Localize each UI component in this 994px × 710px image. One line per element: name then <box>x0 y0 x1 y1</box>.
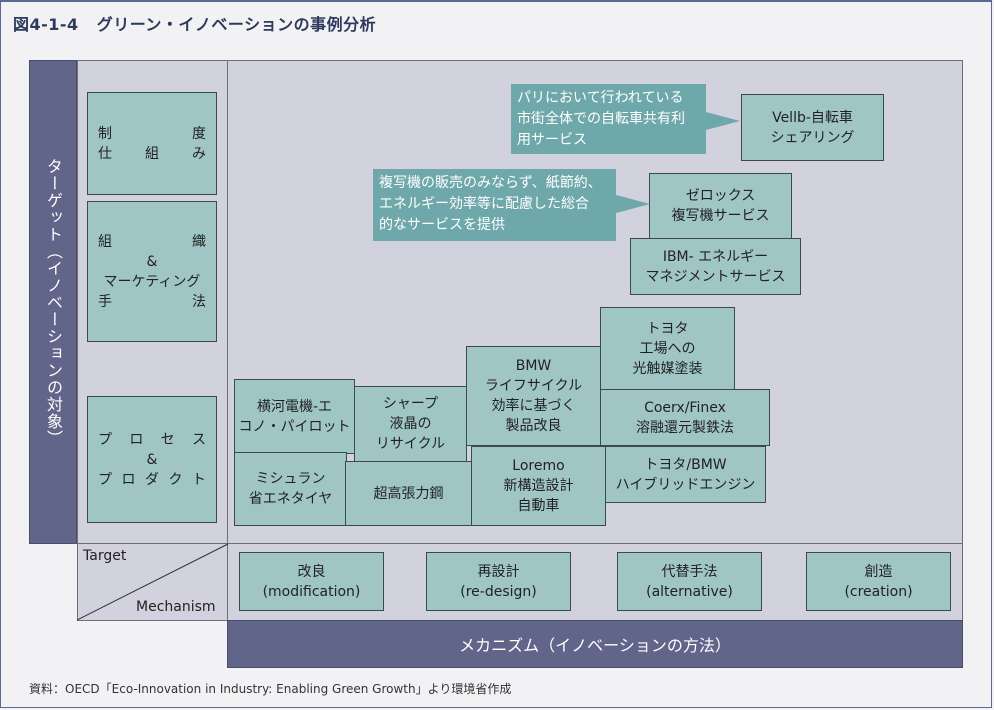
case-line: 超高張力鋼 <box>373 485 444 502</box>
corner-target-label: Target <box>83 548 127 564</box>
target-axis-label: ターゲット（イノベーションの対象） <box>44 157 63 447</box>
case-line: Loremo <box>512 458 565 474</box>
case-ibm: IBM- エネルギー マネジメントサービス <box>630 238 801 295</box>
case-line: ハイブリッドエンジン <box>615 476 756 493</box>
target-text: セ <box>160 431 175 448</box>
case-line: BMW <box>515 358 552 374</box>
case-michelin: ミシュラン 省エネタイヤ <box>234 452 347 526</box>
source-note: 資料：OECD「Eco-Innovation in Industry: Enab… <box>29 682 512 696</box>
mechanism-modification: 改良 (modification) <box>239 552 384 611</box>
target-text: 手 <box>98 293 112 310</box>
mechanism-en: (creation) <box>844 583 913 600</box>
corner-mechanism-label: Mechanism <box>136 599 216 615</box>
case-line: 液晶の <box>389 416 432 432</box>
callout-line: パリにおいて行われている <box>517 90 684 106</box>
callout-line: 市街全体での自転車共有利 <box>517 111 685 127</box>
case-line: 工場への <box>639 340 696 357</box>
target-text: 組 <box>145 145 159 162</box>
target-institutional: 制 度 仕 組 み <box>87 92 217 195</box>
case-line: 横河電機-エ <box>256 398 333 415</box>
case-line: 省エネタイヤ <box>248 491 333 507</box>
case-line: ゼロックス <box>685 188 756 204</box>
case-corex-finex: Coerx/Finex 溶融還元製鉄法 <box>600 389 770 446</box>
target-text: 織 <box>192 233 206 250</box>
target-text: & <box>146 451 158 468</box>
case-line: シェアリング <box>770 129 855 146</box>
case-bmw: BMW ライフサイクル 効率に基づく 製品改良 <box>466 346 601 446</box>
case-line: トヨタ/BMW <box>644 456 727 473</box>
case-line: ライフサイクル <box>484 378 583 394</box>
case-line: 溶融還元製鉄法 <box>636 419 734 436</box>
target-text: ス <box>191 431 206 448</box>
figure-title: 図4-1-4 グリーン・イノベーションの事例分析 <box>13 11 376 35</box>
callout-pointer <box>616 195 650 213</box>
target-text: マーケティング <box>103 273 201 290</box>
figure-number: 図4-1-4 <box>13 15 79 34</box>
target-text: み <box>192 145 206 162</box>
case-line: 自動車 <box>517 498 560 514</box>
case-line: マネジメントサービス <box>645 268 786 285</box>
case-line: シャープ <box>382 396 439 412</box>
callout-line: 複写機の販売のみならず、紙節約、 <box>379 175 602 191</box>
target-organization-marketing: 組 織 & マーケティング 手 法 <box>87 201 217 342</box>
case-line: 光触媒塗装 <box>632 360 703 377</box>
callout-pointer <box>706 112 740 130</box>
mechanism-ja: 創造 <box>864 563 893 580</box>
figure-title-text: グリーン・イノベーションの事例分析 <box>96 15 377 34</box>
case-yokogawa: 横河電機-エ コノ・パイロット <box>234 379 355 454</box>
target-text: プ <box>98 431 112 448</box>
case-line: リサイクル <box>375 436 446 452</box>
callout-line: 的なサービスを提供 <box>379 217 505 233</box>
case-toyota-paint: トヨタ 工場への 光触媒塗装 <box>600 307 735 390</box>
target-process-product: プロセス & プロダクト <box>87 396 217 523</box>
case-sharp: シャープ 液晶の リサイクル <box>354 386 467 462</box>
mechanism-ja: 代替手法 <box>661 563 718 580</box>
case-line: Coerx/Finex <box>644 399 726 416</box>
callout-velib: パリにおいて行われている 市街全体での自転車共有利 用サービス <box>511 84 740 154</box>
target-text: 度 <box>192 125 206 142</box>
case-high-tensile-steel: 超高張力鋼 <box>345 461 472 526</box>
mechanism-en: (re-design) <box>460 583 537 600</box>
target-text: ト <box>192 471 206 488</box>
mechanism-ja: 再設計 <box>477 563 520 580</box>
target-text: ク <box>168 471 183 488</box>
callout-line: エネルギー効率等に配慮した総合 <box>379 196 589 212</box>
case-line: 新構造設計 <box>503 478 574 494</box>
case-line: Vellb-自転車 <box>772 109 853 126</box>
mechanism-en: (modification) <box>262 583 361 600</box>
case-line: 製品改良 <box>505 418 562 434</box>
callout-xerox: 複写機の販売のみならず、紙節約、 エネルギー効率等に配慮した総合 的なサービスを… <box>373 169 650 241</box>
case-line: トヨタ <box>646 320 689 337</box>
case-line: ミシュラン <box>255 471 326 487</box>
callout-line: 用サービス <box>517 132 587 148</box>
target-text: ロ <box>121 471 136 488</box>
target-text: ロ <box>129 431 144 448</box>
target-text: 制 <box>98 125 112 142</box>
case-line: IBM- エネルギー <box>662 248 769 265</box>
mechanism-axis-label: メカニズム（イノベーションの方法） <box>459 636 731 655</box>
target-text: 組 <box>98 233 112 250</box>
mechanism-redesign: 再設計 (re-design) <box>426 552 571 611</box>
case-line: コノ・パイロット <box>238 418 351 435</box>
target-text: プ <box>98 471 112 488</box>
mechanism-axis-bar: メカニズム（イノベーションの方法） <box>227 620 963 668</box>
mechanism-creation: 創造 (creation) <box>806 552 951 611</box>
case-velib: Vellb-自転車 シェアリング <box>741 94 884 161</box>
corner-diagonal <box>77 543 229 621</box>
mechanism-en: (alternative) <box>646 583 733 600</box>
mechanism-ja: 改良 <box>297 563 326 580</box>
mechanism-alternative: 代替手法 (alternative) <box>617 552 762 611</box>
target-text: 仕 <box>98 145 112 162</box>
target-axis-bar: ターゲット（イノベーションの対象） <box>29 60 77 544</box>
case-loremo: Loremo 新構造設計 自動車 <box>471 446 606 526</box>
target-text: 法 <box>192 293 206 310</box>
target-text: ダ <box>145 471 159 488</box>
case-hybrid: トヨタ/BMW ハイブリッドエンジン <box>605 446 766 503</box>
case-line: 効率に基づく <box>491 398 576 414</box>
case-line: 複写機サービス <box>671 208 770 224</box>
case-xerox: ゼロックス 複写機サービス <box>649 173 792 239</box>
target-text: & <box>146 253 158 270</box>
